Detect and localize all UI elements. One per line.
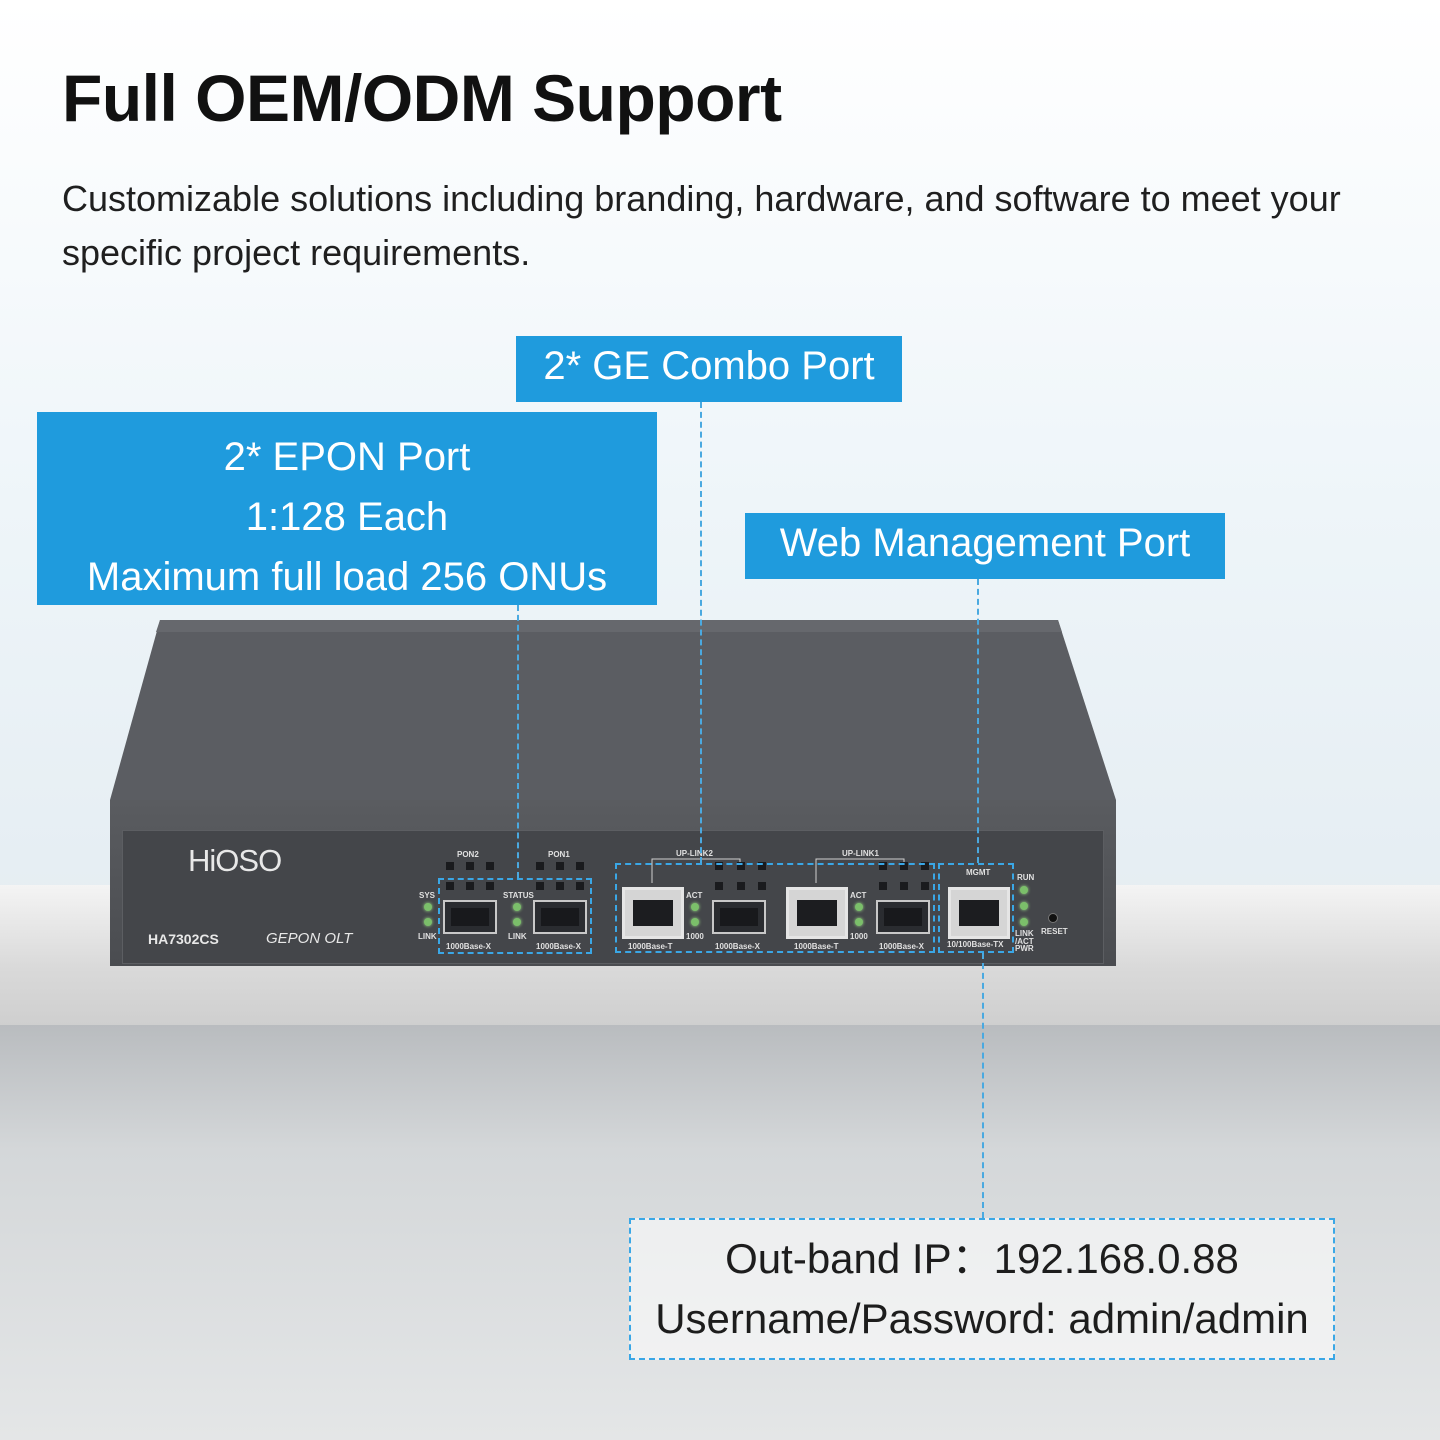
- uplink-led-window: [921, 862, 929, 870]
- uplink1-sfp-port[interactable]: [876, 900, 930, 934]
- out-band-ip: Out-band IP：192.168.0.88: [725, 1235, 1239, 1282]
- info-connector-line: [982, 953, 984, 1218]
- uplink-led-window: [900, 862, 908, 870]
- product-type: GEPON OLT: [266, 930, 353, 947]
- web-management-callout: Web Management Port: [745, 513, 1225, 579]
- pon1-label: PON1: [548, 850, 570, 859]
- uplink1-rj45-label: 1000Base-T: [794, 942, 839, 951]
- status-led: [513, 903, 521, 911]
- epon-ports-highlight: [438, 878, 592, 954]
- uplink-led-window: [715, 882, 723, 890]
- uplink2-speed-led: [691, 918, 699, 926]
- pon-led-window: [446, 882, 454, 890]
- pon-led-window: [576, 862, 584, 870]
- status-label: STATUS: [503, 891, 534, 900]
- pon-led-window: [536, 862, 544, 870]
- pon2-port-label: 1000Base-X: [446, 942, 491, 951]
- run-led: [1020, 886, 1028, 894]
- pon-led-window: [466, 882, 474, 890]
- mgmt-rj45-port[interactable]: [948, 887, 1010, 939]
- uplink2-sfp-port[interactable]: [712, 900, 766, 934]
- pon-led-window: [466, 862, 474, 870]
- uplink1-rj45-port[interactable]: [786, 887, 848, 939]
- epon-callout-line: Maximum full load 256 ONUs: [86, 555, 608, 599]
- epon-connector-line: [517, 605, 519, 878]
- uplink1-act-led: [855, 903, 863, 911]
- mgmt-label: MGMT: [966, 868, 991, 877]
- status-link-label: LINK: [508, 932, 527, 941]
- mgmt-port-label: 10/100Base-TX: [947, 940, 1004, 949]
- uplink2-rj45-label: 1000Base-T: [628, 942, 673, 951]
- reset-button[interactable]: [1048, 913, 1058, 923]
- page-title: Full OEM/ODM Support: [62, 61, 782, 135]
- pwr-label: PWR: [1015, 944, 1034, 953]
- page-subtitle: Customizable solutions including brandin…: [62, 178, 1341, 273]
- uplink-led-window: [921, 882, 929, 890]
- uplink-led-window: [758, 862, 766, 870]
- uplink-led-window: [737, 882, 745, 890]
- pon-led-window: [556, 882, 564, 890]
- uplink2-speed-label: 1000: [686, 932, 704, 941]
- pon-led-window: [486, 882, 494, 890]
- pon2-label: PON2: [457, 850, 479, 859]
- pon-led-window: [536, 882, 544, 890]
- epon-callout-line: 2* EPON Port: [223, 435, 471, 479]
- uplink2-act-label: ACT: [686, 891, 703, 900]
- epon-callout-line: 1:128 Each: [245, 495, 449, 539]
- link-act-led: [1020, 902, 1028, 910]
- pon1-port-label: 1000Base-X: [536, 942, 581, 951]
- run-label: RUN: [1017, 873, 1035, 882]
- credentials: Username/Password: admin/admin: [655, 1295, 1309, 1342]
- uplink2-label: UP-LINK2: [676, 849, 713, 858]
- pon-led-window: [446, 862, 454, 870]
- pon1-sfp-port[interactable]: [533, 900, 587, 934]
- uplink-led-window: [715, 862, 723, 870]
- link-led: [424, 918, 432, 926]
- combo-port-callout: 2* GE Combo Port: [516, 336, 902, 402]
- sys-led: [424, 903, 432, 911]
- uplink-led-window: [879, 862, 887, 870]
- uplink1-speed-led: [855, 918, 863, 926]
- uplink1-label: UP-LINK1: [842, 849, 879, 858]
- uplink-led-window: [737, 862, 745, 870]
- combo-connector-line: [700, 402, 702, 863]
- pwr-led: [1020, 918, 1028, 926]
- uplink1-sfp-label: 1000Base-X: [879, 942, 924, 951]
- uplink-led-window: [758, 882, 766, 890]
- web-connector-line: [977, 579, 979, 863]
- link-act-label: LINK /ACT: [1015, 929, 1034, 946]
- combo-ports-highlight: [615, 863, 935, 953]
- pon-led-window: [576, 882, 584, 890]
- uplink1-act-label: ACT: [850, 891, 867, 900]
- uplink2-rj45-port[interactable]: [622, 887, 684, 939]
- brand-logo: HiOSO: [188, 843, 282, 878]
- uplink2-act-led: [691, 903, 699, 911]
- uplink-led-window: [900, 882, 908, 890]
- device-front-panel: [122, 830, 1104, 964]
- pon2-sfp-port[interactable]: [443, 900, 497, 934]
- uplink1-speed-label: 1000: [850, 932, 868, 941]
- reset-label: RESET: [1041, 927, 1068, 936]
- link-label: LINK: [418, 932, 437, 941]
- pon-led-window: [486, 862, 494, 870]
- uplink-led-window: [879, 882, 887, 890]
- sys-label: SYS: [419, 891, 436, 900]
- status-link-led: [513, 918, 521, 926]
- model-name: HA7302CS: [148, 931, 219, 947]
- pon-led-window: [556, 862, 564, 870]
- mgmt-port-highlight: [938, 863, 1014, 953]
- epon-port-callout: 2* EPON Port 1:128 Each Maximum full loa…: [37, 412, 657, 605]
- uplink2-sfp-label: 1000Base-X: [715, 942, 760, 951]
- login-info-box: Out-band IP：192.168.0.88 Username/Passwo…: [629, 1218, 1335, 1360]
